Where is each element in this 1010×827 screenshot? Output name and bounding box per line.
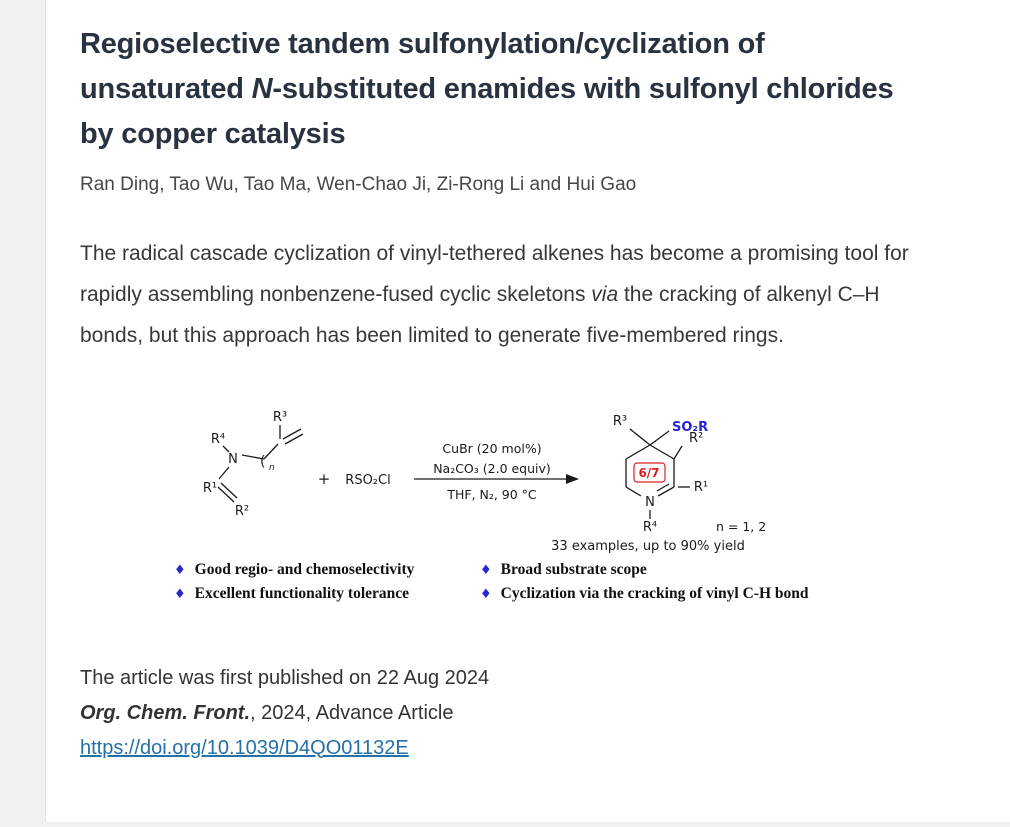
- scheme-bullets: ♦ Good regio- and chemoselectivity ♦ Exc…: [174, 561, 970, 603]
- title-italic-n: N: [251, 72, 273, 105]
- bullet-cyclization: ♦ Cyclization via the cracking of vinyl …: [480, 585, 809, 603]
- bullet-text: Cyclization via the cracking of vinyl C-…: [500, 584, 809, 602]
- abstract-italic-via: via: [591, 282, 619, 306]
- first-published-line: The article was first published on 22 Au…: [80, 666, 490, 689]
- publication-info: The article was first published on 22 Au…: [80, 665, 970, 762]
- title-text-prefix: Regioselective tandem sulfonylation/cycl…: [80, 28, 765, 105]
- reactant-structure: R³ ( n R⁴ N R¹ R²: [203, 410, 304, 519]
- bullet-substrate-scope: ♦ Broad substrate scope: [480, 561, 809, 579]
- author-list: Ran Ding, Tao Wu, Tao Ma, Wen-Chao Ji, Z…: [80, 173, 637, 195]
- article-title: Regioselective tandem sulfonylation/cycl…: [80, 22, 930, 157]
- product-structure: R³ SO₂R R² 6/7 N R¹ R⁴ n = 1, 2: [613, 414, 766, 535]
- condition-line-1: CuBr (20 mol%): [442, 441, 541, 456]
- diamond-bullet-icon: ♦: [480, 562, 492, 578]
- bullets-column-2: ♦ Broad substrate scope ♦ Cyclization vi…: [480, 561, 809, 603]
- bullet-regioselectivity: ♦ Good regio- and chemoselectivity: [174, 561, 458, 579]
- r3-label-left: R³: [273, 410, 287, 425]
- chain-paren: (: [260, 454, 265, 470]
- title-text-suffix: -substituted enamides with sulfonyl chlo…: [80, 72, 894, 150]
- citation-line: Org. Chem. Front., 2024, Advance Article: [80, 700, 970, 727]
- abstract-after-via: the cracking of alkenyl C–H bonds, but t…: [80, 282, 880, 347]
- chain-n-subscript: n: [269, 463, 275, 473]
- doi-link[interactable]: https://doi.org/10.1039/D4QO01132E: [80, 736, 409, 759]
- plus-sign: +: [318, 470, 331, 488]
- r4-label-left: R⁴: [211, 432, 225, 447]
- reaction-scheme: R³ ( n R⁴ N R¹ R² + RSO₂Cl: [203, 410, 766, 554]
- r4-label-right: R⁴: [643, 520, 657, 535]
- citation-rest: , 2024, Advance Article: [250, 701, 454, 724]
- sulfonyl-chloride-label: RSO₂Cl: [345, 473, 390, 488]
- nitrogen-label-right: N: [645, 495, 655, 510]
- so2r-label: SO₂R: [672, 420, 708, 435]
- doi-line: https://doi.org/10.1039/D4QO01132E: [80, 735, 970, 762]
- r1-label-right: R¹: [694, 480, 708, 495]
- nitrogen-label-left: N: [228, 452, 238, 467]
- bullets-column-1: ♦ Good regio- and chemoselectivity ♦ Exc…: [174, 561, 458, 603]
- diamond-bullet-icon: ♦: [174, 562, 186, 578]
- bottom-gutter: [0, 822, 1010, 827]
- bullet-functionality-tolerance: ♦ Excellent functionality tolerance: [174, 585, 458, 603]
- article-abstract-page: Regioselective tandem sulfonylation/cycl…: [47, 0, 1010, 822]
- ring-size-box: [633, 462, 666, 483]
- yield-label: 33 examples, up to 90% yield: [551, 539, 745, 554]
- r3-label-right: R³: [613, 414, 627, 429]
- bullet-text: Good regio- and chemoselectivity: [194, 560, 415, 578]
- reaction-arrow: [414, 473, 579, 484]
- n-values-label: n = 1, 2: [716, 519, 766, 534]
- graphical-abstract: R³ ( n R⁴ N R¹ R² + RSO₂Cl: [168, 389, 970, 603]
- bullet-text: Excellent functionality tolerance: [194, 584, 410, 602]
- journal-name: Org. Chem. Front.: [80, 701, 250, 724]
- r2-label-right: R²: [689, 431, 703, 446]
- bullet-text: Broad substrate scope: [500, 560, 647, 578]
- ring-size-label: 6/7: [638, 466, 659, 480]
- r1-label-left: R¹: [203, 481, 217, 496]
- diamond-bullet-icon: ♦: [174, 586, 186, 602]
- abstract-before-via: The radical cascade cyclization of vinyl…: [80, 241, 909, 306]
- abstract-text: The radical cascade cyclization of vinyl…: [80, 234, 925, 357]
- condition-line-3: THF, N₂, 90 °C: [446, 487, 537, 502]
- diamond-bullet-icon: ♦: [480, 586, 492, 602]
- r2-label-left: R²: [235, 504, 249, 519]
- condition-line-2: Na₂CO₃ (2.0 equiv): [433, 461, 551, 476]
- left-gutter: [0, 0, 46, 827]
